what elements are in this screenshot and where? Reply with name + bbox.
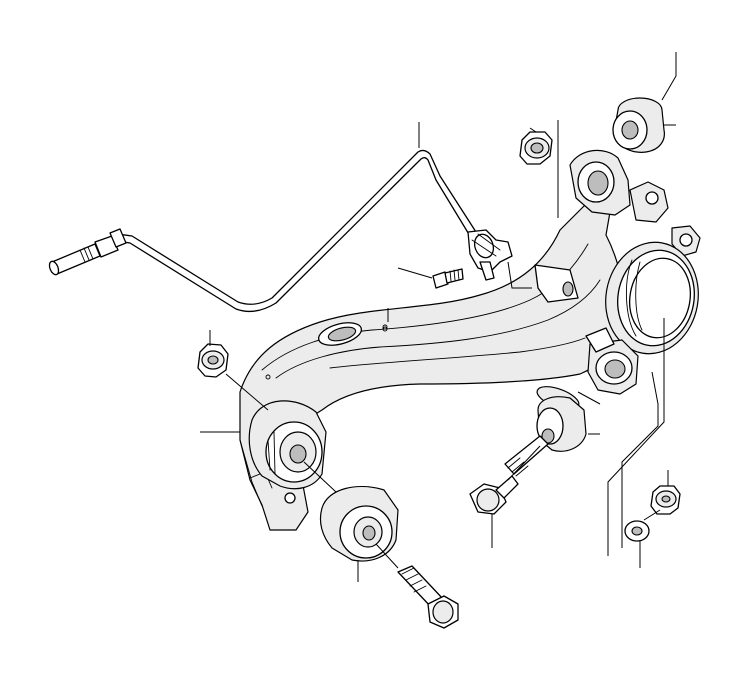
wheel-speed-sensor	[48, 149, 513, 313]
lower-rubber-mount	[536, 386, 587, 452]
lock-nut	[650, 485, 681, 515]
trailing-arm	[239, 199, 627, 531]
sensor-head	[467, 229, 513, 281]
sensor-bolt	[432, 268, 464, 289]
inner-rubber-mount	[319, 486, 399, 562]
front-nut	[197, 343, 229, 378]
lower-bolt	[469, 435, 549, 515]
plug	[382, 324, 388, 330]
front-rubber-mount	[248, 400, 327, 490]
inner-bolt	[397, 565, 459, 629]
washer	[624, 520, 650, 542]
leader-lines	[200, 52, 677, 582]
sensor-connector	[48, 228, 127, 276]
upper-nut	[519, 131, 553, 165]
wheel-hub-carrier	[569, 149, 701, 395]
upper-rubber-mount	[612, 97, 665, 153]
